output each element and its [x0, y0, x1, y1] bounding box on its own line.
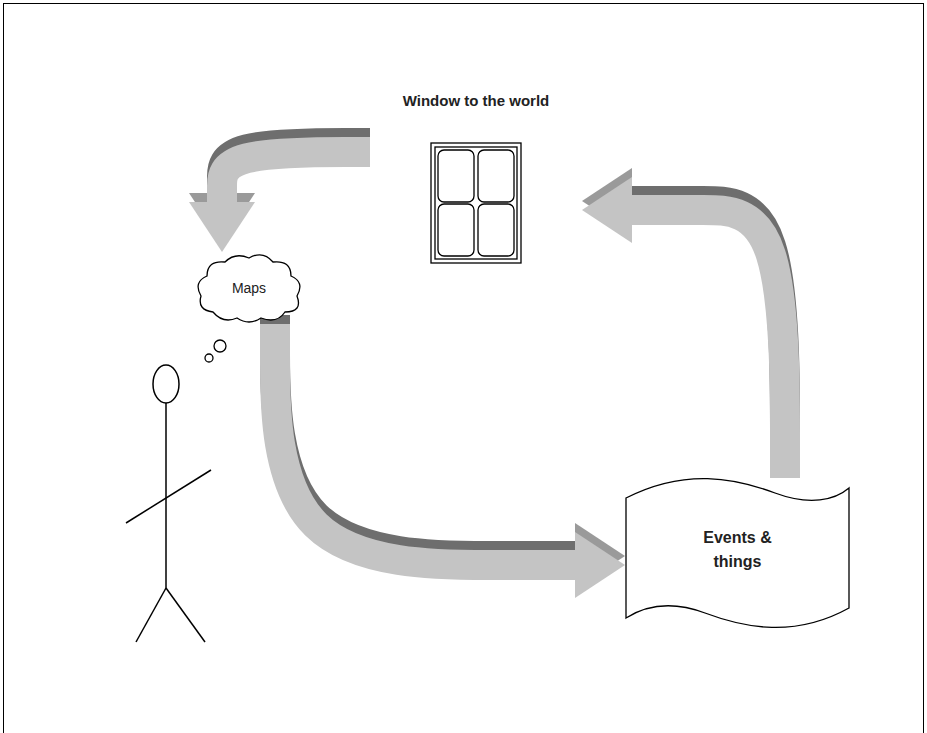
figure-body — [165, 403, 167, 588]
window-node: Window to the world — [370, 92, 582, 268]
flow-arrow — [275, 315, 575, 565]
window-icon — [430, 142, 522, 264]
window-pane — [438, 204, 474, 256]
node-label: Events & things — [690, 526, 785, 574]
node-heading: Window to the world — [370, 92, 582, 110]
flow-arrow — [222, 143, 370, 202]
node-label: Maps — [232, 279, 266, 297]
window-pane — [478, 204, 514, 256]
arrow-body — [275, 324, 575, 565]
arrow-body — [222, 152, 370, 202]
stick-figure — [126, 365, 211, 642]
thought-bubble — [214, 340, 226, 352]
flow-arrow — [632, 201, 785, 478]
thought-cloud: Maps — [193, 252, 305, 324]
figure-leg — [136, 588, 166, 642]
window-pane — [478, 150, 514, 202]
figure-head — [153, 365, 179, 403]
window-pane — [438, 150, 474, 202]
cloud-shape — [198, 255, 300, 322]
window-frame — [431, 143, 521, 263]
thought-bubble — [205, 354, 213, 362]
frame-border — [4, 4, 924, 733]
window-frame-inner — [435, 147, 517, 259]
arrow-body — [632, 210, 785, 478]
document-shape-node: Events & things — [625, 478, 850, 628]
document-shape — [626, 479, 849, 628]
figure-arms — [126, 470, 211, 523]
figure-leg — [166, 588, 205, 642]
